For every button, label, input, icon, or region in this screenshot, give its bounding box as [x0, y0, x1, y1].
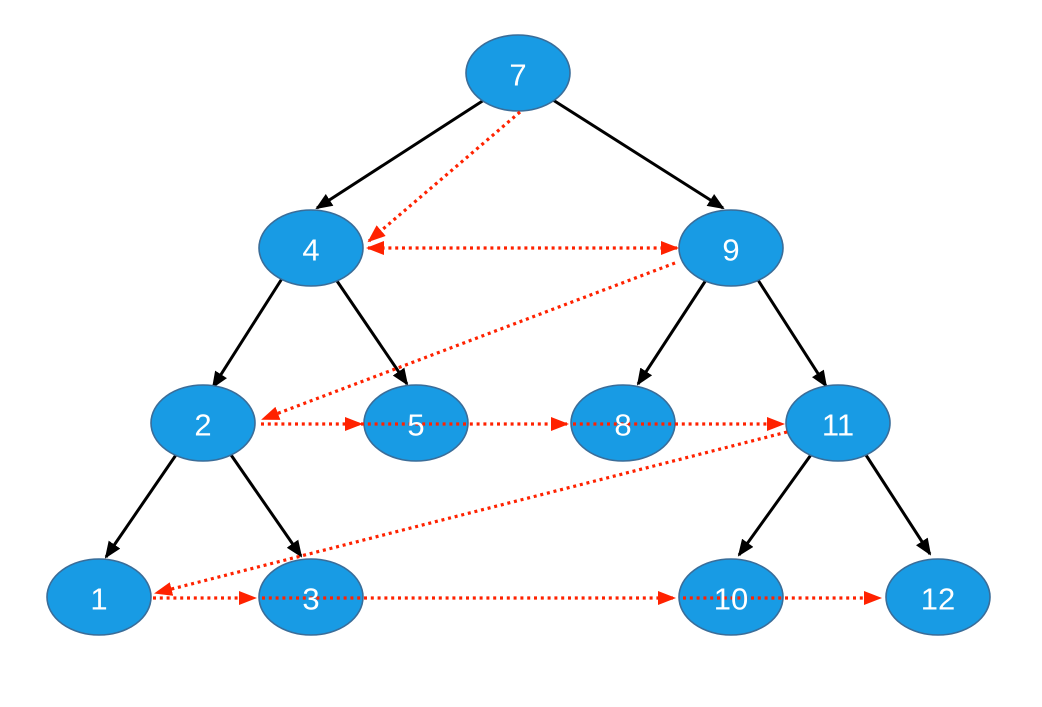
tree-edge-11-10	[737, 451, 815, 557]
tree-edge-9-11	[756, 279, 828, 388]
tree-edge-2-1	[104, 451, 180, 559]
node-2	[150, 384, 256, 462]
tree-edge-2-3	[227, 451, 303, 558]
tree-edge-4-5	[335, 280, 409, 386]
thread-edges-layer	[153, 110, 882, 605]
node-9	[678, 209, 784, 287]
tree-edges-layer	[104, 98, 932, 559]
node-1	[46, 558, 152, 636]
tree-edge-4-2	[211, 276, 285, 389]
node-7	[465, 34, 571, 112]
node-11	[785, 384, 891, 462]
tree-edge-9-8	[636, 279, 708, 386]
tree-edge-11-12	[862, 451, 932, 556]
node-4	[258, 209, 364, 287]
thread-edge-9-2	[261, 261, 676, 421]
tree-edge-7-4	[315, 98, 485, 210]
thread-edge-7-4	[367, 110, 522, 243]
nodes-layer	[46, 34, 991, 636]
node-12	[885, 558, 991, 636]
tree-edge-7-9	[552, 98, 725, 210]
thread-edge-11-1	[154, 430, 788, 596]
